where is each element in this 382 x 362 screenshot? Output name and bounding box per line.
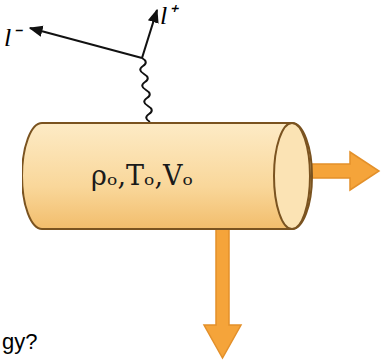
- cylinder-volume: ρₒ,Tₒ,Vₒ: [22, 122, 314, 230]
- photon-line: [140, 58, 152, 122]
- lepton-track: [30, 28, 142, 58]
- state-variables: ρₒ,Tₒ,Vₒ: [91, 161, 193, 191]
- flow-arrow: [204, 225, 241, 358]
- cylinder-end: [274, 123, 310, 229]
- cylinder-body: [22, 123, 312, 229]
- note-text: gy?: [2, 330, 37, 354]
- lepton-track: [142, 10, 157, 58]
- lepton-label: l⁻: [4, 24, 20, 53]
- lepton-label: l⁺: [160, 2, 176, 31]
